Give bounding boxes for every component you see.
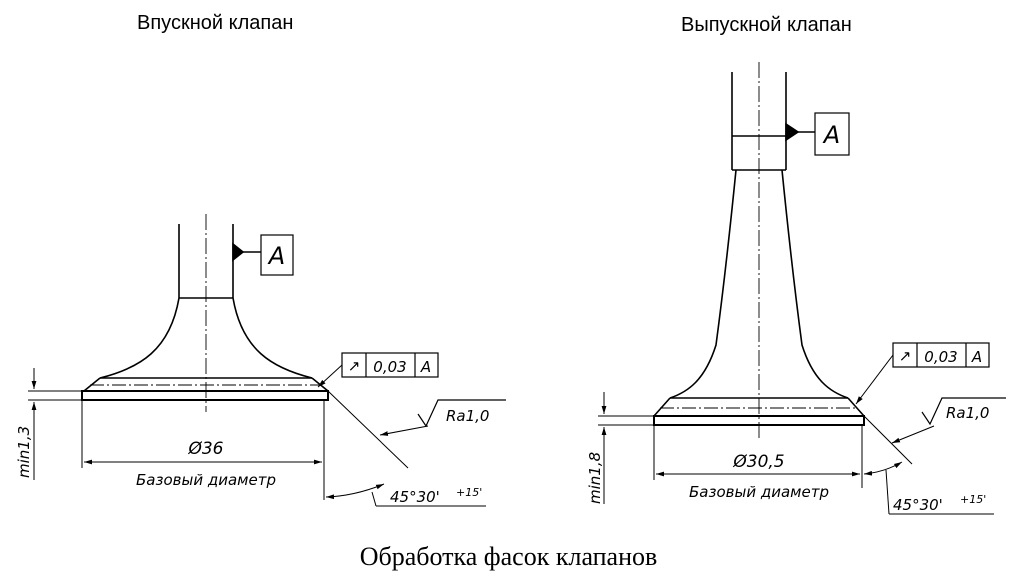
- intake-min-height: min1,3: [15, 426, 33, 478]
- intake-datum-label: А: [267, 242, 285, 270]
- exhaust-neck-right: [781, 169, 849, 399]
- exhaust-datum-box: [814, 112, 850, 156]
- intake-chamfer-left: [83, 377, 101, 392]
- exhaust-angle-tolerance: +15': [960, 493, 986, 506]
- intake-datum-box: [260, 234, 294, 276]
- exhaust-angle-label: 45°30': [893, 496, 943, 514]
- intake-roughness-symbol: [417, 399, 506, 428]
- intake-diameter-label: Ø36: [187, 439, 223, 459]
- exhaust-roughness-symbol: [921, 397, 1006, 426]
- intake-runout-leader: [317, 364, 343, 388]
- exhaust-chamfer-left: [653, 397, 671, 417]
- exhaust-runout-tolerance: 0,03: [924, 348, 957, 366]
- intake-datum-triangle: [232, 242, 245, 262]
- intake-fillet-right: [232, 297, 313, 379]
- exhaust-chamfer-right: [847, 397, 865, 417]
- exhaust-roughness-label: Ra1,0: [946, 404, 989, 422]
- intake-runout-datum: А: [420, 358, 431, 376]
- exhaust-valve: [598, 62, 1006, 515]
- exhaust-runout-datum: А: [971, 348, 982, 366]
- exhaust-neck-left: [669, 169, 737, 399]
- intake-valve-title: Впускной клапан: [137, 12, 294, 34]
- intake-runout-symbol: ↗: [348, 357, 361, 375]
- exhaust-min-height: min1,8: [586, 452, 604, 504]
- exhaust-datum-triangle: [785, 122, 800, 142]
- intake-diameter-note: Базовый диаметр: [136, 471, 276, 489]
- intake-valve: [28, 214, 506, 507]
- intake-angle-arc: [325, 483, 385, 500]
- intake-angle-label: 45°30': [390, 488, 440, 506]
- intake-chamfer-extension: [327, 390, 409, 469]
- intake-angle-tolerance: +15': [456, 486, 482, 499]
- exhaust-valve-title: Выпускной клапан: [681, 14, 852, 36]
- exhaust-runout-symbol: ↗: [899, 347, 912, 365]
- exhaust-angle-arc: [863, 461, 903, 476]
- intake-runout-tolerance: 0,03: [373, 358, 406, 376]
- intake-roughness-leader: [379, 425, 429, 436]
- intake-roughness-label: Ra1,0: [446, 407, 489, 425]
- exhaust-runout-leader: [855, 354, 894, 405]
- exhaust-diameter-label: Ø30,5: [732, 452, 784, 472]
- exhaust-datum-label: А: [822, 121, 840, 149]
- figure-caption: Обработка фасок клапанов: [359, 542, 658, 571]
- exhaust-diameter-note: Базовый диаметр: [689, 483, 829, 501]
- intake-fillet-left: [99, 297, 180, 379]
